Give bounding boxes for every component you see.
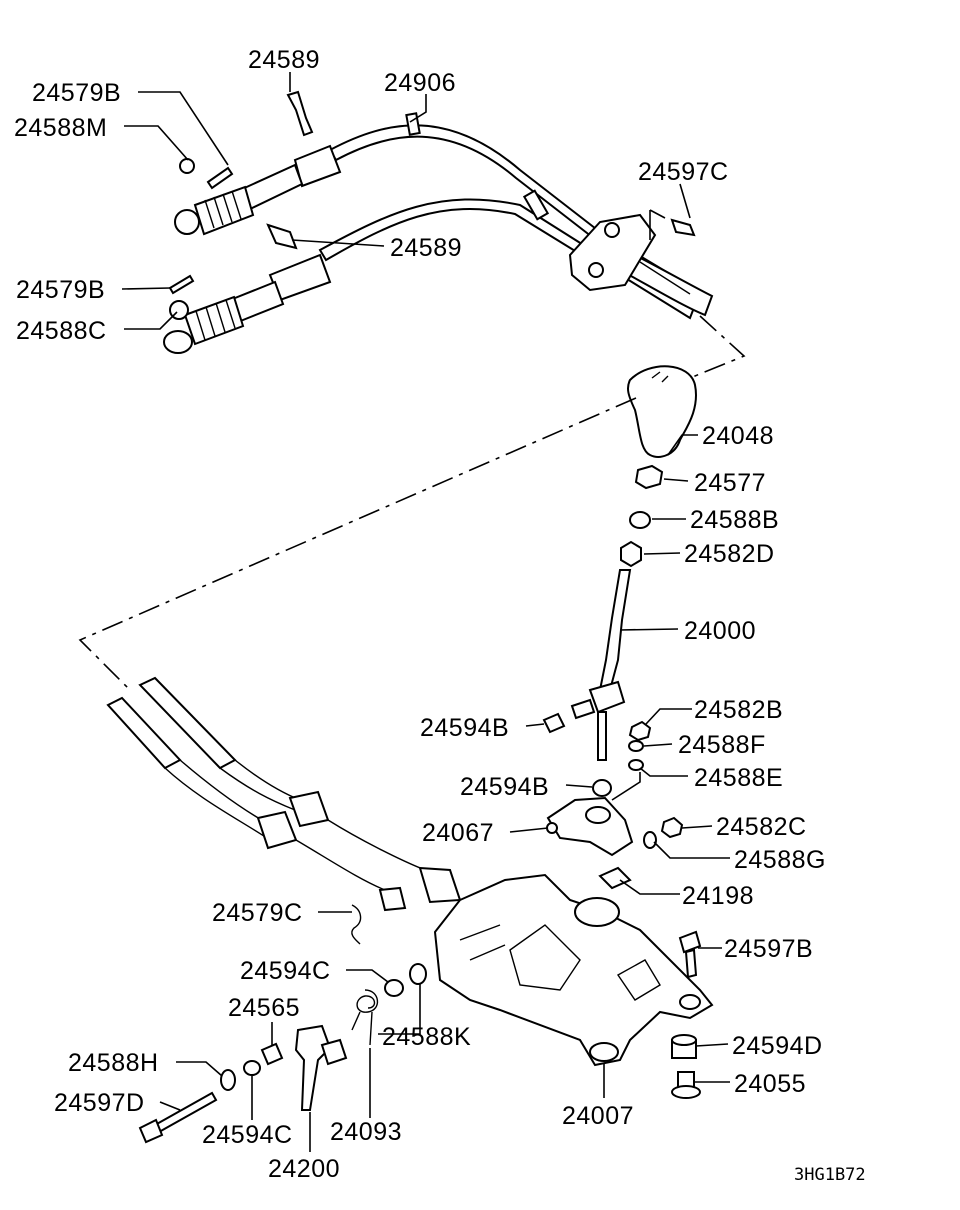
label-24582C: 24582C [716, 813, 807, 841]
label-24588M: 24588M [14, 114, 107, 142]
nut-24582D [620, 540, 642, 568]
bracket-24067 [546, 796, 634, 857]
label-24048: 24048 [702, 422, 774, 450]
washer-24588M [179, 158, 195, 174]
label-24588K: 24588K [382, 1023, 471, 1051]
label-24594C-a: 24594C [240, 957, 331, 985]
clip-24589-top [286, 90, 314, 137]
bush-24594D [671, 1034, 697, 1059]
label-24589-top: 24589 [248, 46, 320, 74]
label-24597D: 24597D [54, 1089, 145, 1117]
nut-24582C [660, 816, 684, 839]
cable-lower-ends [106, 676, 462, 912]
clip-24579C [351, 904, 362, 945]
drawing-code: 3HG1B72 [794, 1165, 866, 1185]
label-24906: 24906 [384, 69, 456, 97]
shift-knob-24048 [626, 365, 697, 458]
pin-24579B-top [206, 166, 234, 190]
label-24055: 24055 [734, 1070, 806, 1098]
shift-base-24007 [433, 873, 714, 1067]
label-24579C: 24579C [212, 899, 303, 927]
label-24000: 24000 [684, 617, 756, 645]
label-24577: 24577 [694, 469, 766, 497]
washer-24588B [629, 511, 651, 529]
label-24588C: 24588C [16, 317, 107, 345]
label-24582D: 24582D [684, 540, 775, 568]
label-24582B: 24582B [694, 696, 783, 724]
label-24588G: 24588G [734, 846, 826, 874]
spring-24093 [351, 989, 379, 1046]
label-24589-mid: 24589 [390, 234, 462, 262]
bolt-24597B [678, 930, 702, 979]
plate-24198 [598, 866, 632, 890]
label-24067: 24067 [422, 819, 494, 847]
label-24007: 24007 [562, 1102, 634, 1130]
bolt-24597D [138, 1091, 218, 1144]
label-24579B-mid: 24579B [16, 276, 105, 304]
collar-24565 [260, 1042, 284, 1066]
bush-24594B-a [542, 712, 566, 734]
stopper-24055 [671, 1071, 701, 1099]
washer-24588H [220, 1069, 236, 1091]
bush-24594B-b [592, 779, 612, 797]
clip-24589-mid [266, 223, 298, 250]
shift-cable-assembly [163, 112, 714, 354]
pin-24579B-mid [168, 274, 195, 295]
label-24588H: 24588H [68, 1049, 159, 1077]
leader-lines [121, 72, 730, 1152]
bush-24594C-a [384, 979, 404, 997]
nut-24577 [634, 464, 664, 490]
lever-24200 [294, 1024, 348, 1111]
washer-24588G [643, 831, 657, 849]
washer-24588F [628, 740, 644, 752]
label-24579B-top: 24579B [32, 79, 121, 107]
phantom-lines [78, 315, 746, 691]
label-24588F: 24588F [678, 731, 766, 759]
label-24594B-a: 24594B [420, 714, 509, 742]
label-24200: 24200 [268, 1155, 340, 1183]
shift-lever-24000 [570, 569, 632, 761]
label-24597C: 24597C [638, 158, 729, 186]
washer-24588E [628, 759, 644, 771]
label-24594B-b: 24594B [460, 773, 549, 801]
label-24597B: 24597B [724, 935, 813, 963]
part-labels: 24589 24906 24579B 24588M 24597C 24589 2… [14, 46, 866, 1185]
label-24565: 24565 [228, 994, 300, 1022]
label-24588B: 24588B [690, 506, 779, 534]
nut-24582B [628, 720, 652, 742]
label-24594D: 24594D [732, 1032, 823, 1060]
label-24093: 24093 [330, 1118, 402, 1146]
bush-24594C-b [243, 1060, 261, 1076]
washer-24588K [409, 963, 427, 985]
label-24588E: 24588E [694, 764, 783, 792]
label-24198: 24198 [682, 882, 754, 910]
label-24594C-b: 24594C [202, 1121, 293, 1149]
